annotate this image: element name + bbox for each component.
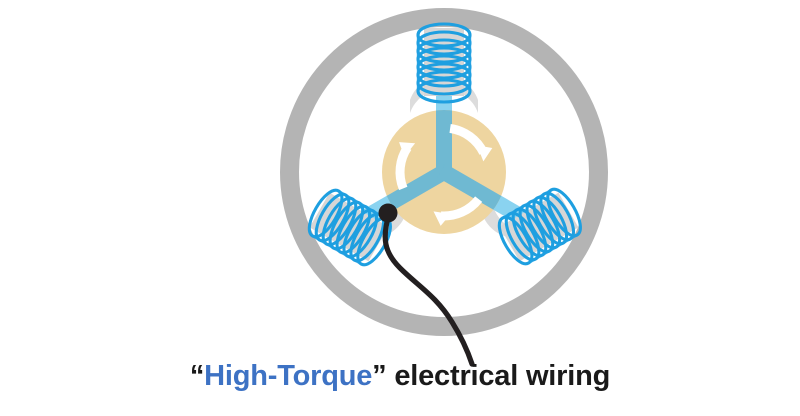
lead-wire	[382, 211, 475, 367]
coil-top	[418, 24, 470, 102]
terminal-dot	[378, 203, 398, 223]
phase-spokes-overlap	[386, 110, 502, 210]
caption: “High-Torque” electrical wiring	[0, 360, 800, 393]
open-quote: “	[189, 360, 205, 392]
stator-housing-ring	[280, 8, 608, 336]
close-quote: ”	[372, 360, 387, 392]
caption-highlight: High-Torque	[204, 360, 373, 392]
caption-rest: electrical wiring	[386, 360, 611, 392]
